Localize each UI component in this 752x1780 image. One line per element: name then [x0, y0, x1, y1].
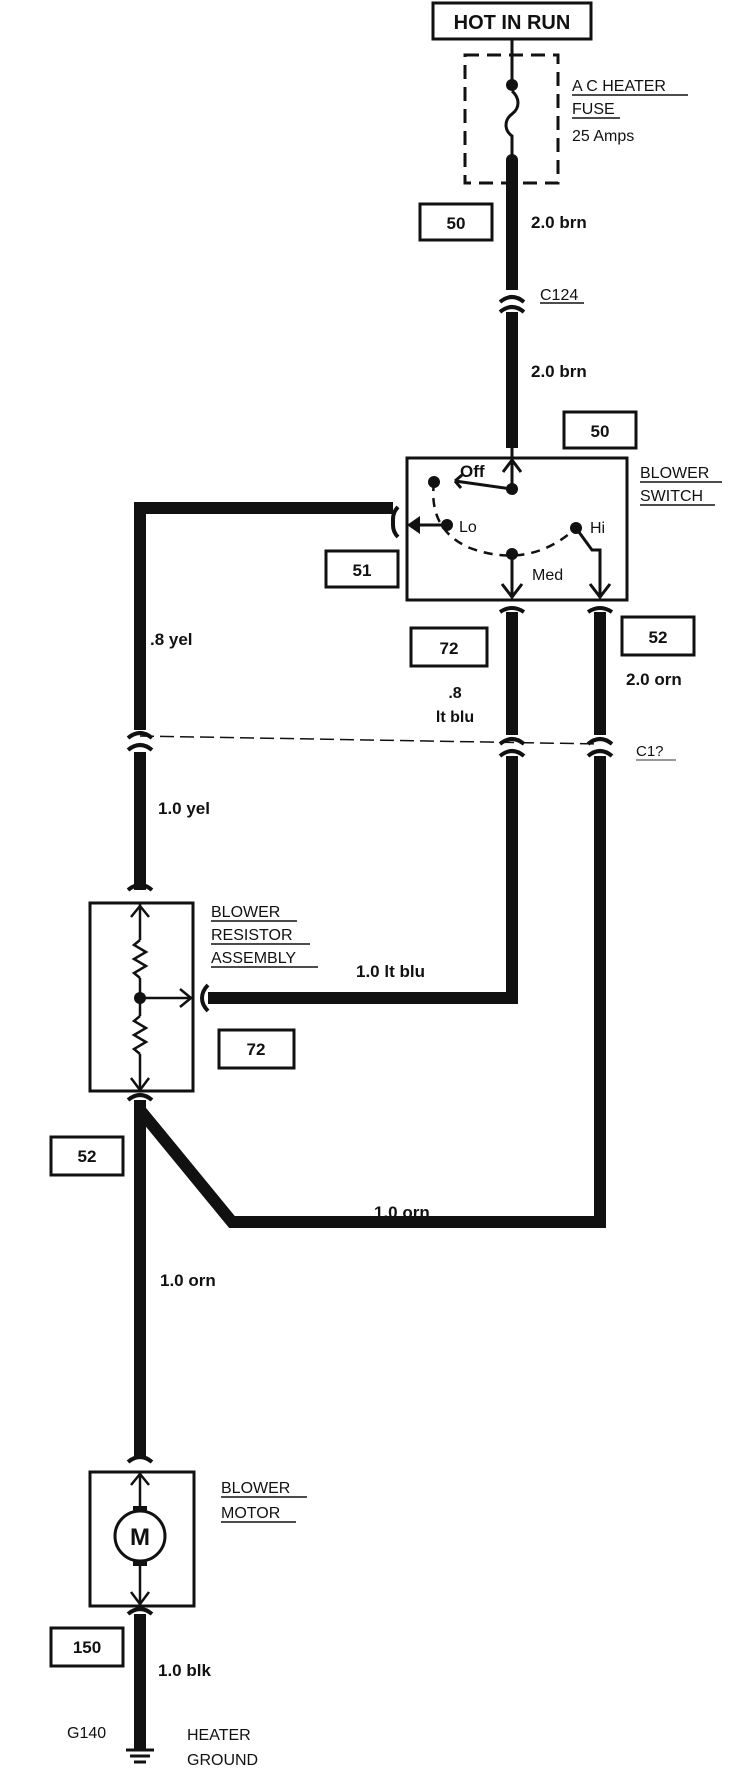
wire-yel-10-label: 1.0 yel: [158, 799, 210, 818]
wire-orn-10-bypass: [135, 756, 606, 1228]
switch-input-arrow: [501, 457, 523, 473]
switch-lo-label: Lo: [459, 519, 477, 536]
motor-top-arrow: [130, 1472, 150, 1486]
motor-bottom-arrow: [130, 1591, 150, 1607]
motor-label-2: MOTOR: [221, 1505, 280, 1522]
motor-top-connector: [126, 1455, 154, 1464]
circuit-72-box-a: [409, 626, 489, 668]
circuit-51-box: [324, 549, 400, 589]
lo-connector-bracket: [391, 505, 400, 539]
orn-connector-bottom: [586, 749, 614, 758]
ground-id-label: G140: [67, 1725, 106, 1742]
circuit-50-label-b: 50: [591, 422, 610, 441]
circuit-72-label-a: 72: [440, 639, 459, 658]
resistor-label-2: RESISTOR: [211, 927, 293, 944]
motor-symbol-label: M: [130, 1524, 150, 1551]
orn-connector-top: [586, 737, 614, 746]
circuit-150-box: [49, 1626, 125, 1668]
hi-connector-top: [586, 606, 614, 614]
resistor-label-3: ASSEMBLY: [211, 950, 296, 967]
switch-med-label: Med: [532, 567, 563, 584]
yel-connector-bottom: [126, 743, 154, 752]
fuse-label-1: A C HEATER: [572, 78, 666, 95]
resistor-bottom-arrow: [130, 1077, 150, 1093]
resistor-bottom-connector: [126, 1093, 154, 1102]
switch-wiper: [454, 479, 513, 491]
fuse-rating: 25 Amps: [572, 128, 634, 145]
resistor-upper-icon: [131, 939, 149, 979]
fuse-terminal-top: [506, 79, 518, 91]
circuit-52-label-b: 52: [78, 1147, 97, 1166]
circuit-150-label: 150: [73, 1638, 101, 1657]
motor-brush-bottom: [133, 1560, 147, 1566]
wire-orn-10-h-label: 1.0 orn: [374, 1203, 430, 1222]
resistor-tap-arrow: [179, 988, 193, 1008]
motor-label-1: BLOWER: [221, 1480, 290, 1497]
circuit-72-label-b: 72: [247, 1040, 266, 1059]
wire-ltblu-08-label-a: .8: [448, 685, 461, 702]
switch-hi-label: Hi: [590, 520, 605, 537]
c124-connector-bottom: [498, 305, 526, 314]
switch-label-2: SWITCH: [640, 488, 703, 505]
ltblu-connector-top: [498, 737, 526, 746]
resistor-tap-connector: [199, 983, 210, 1013]
wire-ltblu-10-label: 1.0 lt blu: [356, 962, 425, 981]
circuit-72-box-b: [217, 1028, 296, 1070]
wire-yel-08-label: .8 yel: [150, 630, 193, 649]
ltblu-connector-bottom: [498, 749, 526, 758]
circuit-52-box-a: [620, 615, 696, 657]
circuit-52-label-a: 52: [649, 628, 668, 647]
circuit-50-box-a: [418, 202, 494, 242]
hot-in-run-label: HOT IN RUN: [454, 12, 571, 34]
resistor-top-connector: [126, 883, 154, 892]
yel-connector-top: [126, 731, 154, 740]
fuse-label-2: FUSE: [572, 101, 615, 118]
blower-motor-box: [88, 1470, 196, 1608]
med-connector-top: [498, 606, 526, 614]
resistor-top-arrow: [130, 904, 150, 918]
motor-brush-top: [133, 1506, 147, 1512]
blower-switch-box: [405, 456, 629, 602]
connector-c2-label: C1?: [636, 743, 664, 760]
resistor-assembly-box: [88, 901, 195, 1093]
switch-wiper-tip: [453, 473, 463, 489]
ground-label-1: HEATER: [187, 1727, 251, 1744]
ground-label-2: GROUND: [187, 1752, 258, 1769]
c124-label: C124: [540, 287, 578, 304]
switch-med-arrow: [500, 583, 524, 600]
resistor-lower-icon: [131, 1015, 149, 1055]
wire-brn-label-2: 2.0 brn: [531, 362, 587, 381]
wire-ltblu-08-label-b: lt blu: [436, 709, 474, 726]
wire-orn-20-label: 2.0 orn: [626, 670, 682, 689]
circuit-50-box-b: [562, 410, 638, 450]
switch-hi-lead: [574, 527, 602, 596]
circuit-51-label: 51: [353, 561, 372, 580]
circuit-52-box-b: [49, 1135, 125, 1177]
wire-blk-10-label: 1.0 blk: [158, 1661, 211, 1680]
switch-travel-arc: [432, 481, 577, 557]
switch-label-1: BLOWER: [640, 465, 709, 482]
wire-ltblu-10: [208, 756, 518, 1004]
fuse-element-icon: [504, 89, 520, 160]
wire-orn-10-v-label: 1.0 orn: [160, 1271, 216, 1290]
switch-off-label: Off: [460, 462, 485, 481]
c124-connector-top: [498, 295, 526, 304]
resistor-label-1: BLOWER: [211, 904, 280, 921]
wire-yel-08: [134, 502, 393, 730]
multi-connector-dashed-line: [139, 735, 601, 745]
circuit-50-label-a: 50: [447, 214, 466, 233]
wire-brn-label-1: 2.0 brn: [531, 213, 587, 232]
switch-lo-arrow: [407, 516, 420, 534]
switch-hi-arrow: [588, 583, 612, 600]
motor-bottom-connector: [126, 1607, 154, 1616]
